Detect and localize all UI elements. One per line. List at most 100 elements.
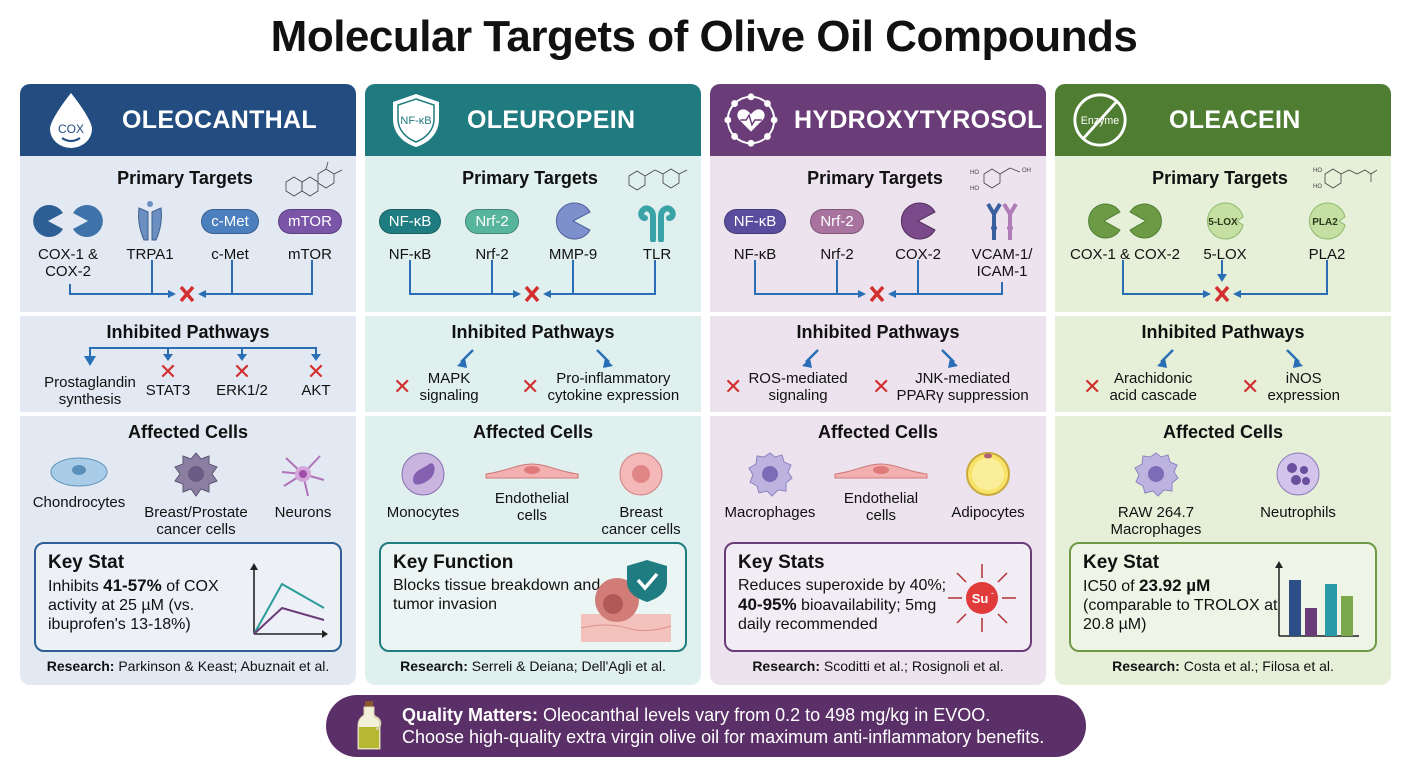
inhibit-x-icon: ✕ (306, 359, 326, 384)
research-citation: Research: Costa et al.; Filosa et al. (1112, 658, 1334, 674)
droplet-icon: COX (42, 91, 100, 149)
svg-text:HO: HO (1313, 184, 1322, 190)
panel-oleocanthal: COX OLEOCANTHAL Primary Targets COX-1 & … (20, 84, 356, 685)
inhibited-pathways-section: Inhibited Pathways Prostaglandin synthes… (20, 312, 356, 412)
section-title: Inhibited Pathways (796, 322, 960, 342)
cell-item: Breast cancer cells (591, 450, 691, 538)
inhibited-pathways-section: Inhibited Pathways ✕ROS-mediated signali… (710, 312, 1046, 412)
pathway-item: ✕Arachidonic acid cascade (1083, 370, 1197, 404)
inhibit-x-icon: ✕ (521, 374, 540, 399)
enzyme-disc-icon: 5-LOX (1193, 200, 1257, 242)
svg-text:NF-κB: NF-κB (400, 115, 431, 127)
inhibit-x-icon: ✕ (1083, 374, 1102, 399)
bar-chart-icon (1275, 561, 1359, 637)
target-mtor: mTOR mTOR (278, 200, 342, 263)
nfkb-pill: NF-κB (723, 208, 787, 234)
svg-text:OH: OH (1022, 168, 1031, 174)
pathway-item: ✕ROS-mediated signaling (724, 370, 848, 404)
key-stat-box: Key Stat Inhibits 41-57% of COX activity… (34, 542, 342, 652)
endothelial-cell-icon (834, 463, 928, 479)
section-title: Affected Cells (817, 422, 939, 442)
nrf2-pill: Nrf-2 (810, 208, 864, 234)
section-title: Primary Targets (807, 168, 943, 188)
inhibit-x-icon: ✕ (158, 359, 178, 384)
macrophage-icon (1134, 452, 1179, 497)
pathway-item: ✕ERK1/2 (210, 359, 274, 400)
olive-oil-bottle-icon (357, 701, 382, 750)
inhibited-pathways-section: Inhibited Pathways ✕MAPK signaling ✕Pro-… (365, 312, 701, 412)
cell-item: RAW 264.7 Macrophages (1101, 450, 1211, 538)
receptor-icon (625, 200, 689, 242)
panel-oleuropein: NF-κB OLEUROPEIN Primary Targets NF-κB N… (365, 84, 701, 685)
svg-text:HO: HO (970, 170, 979, 176)
panel-hydroxytyrosol: HYDROXYTYROSOL Primary Targets HO HO OH NF… (710, 84, 1046, 685)
superoxide-icon: Su- (948, 564, 1016, 632)
breast-cancer-cell-icon (619, 452, 663, 496)
branch-arrows (802, 349, 958, 368)
section-title: Primary Targets (117, 168, 253, 188)
enzyme-pair-icon (28, 200, 108, 242)
no-enzyme-icon: Enzyme (1071, 91, 1129, 149)
svg-text:-: - (991, 588, 994, 598)
target-cmet: c-Met c-Met (198, 200, 262, 263)
affected-cells-section: Affected Cells RAW 264.7 Macrophages Neu… (1055, 412, 1391, 544)
nrf2-pill: Nrf-2 (465, 208, 519, 234)
inhibit-x-icon: ✕ (872, 374, 891, 399)
target-nrf2: Nrf-2 Nrf-2 (457, 200, 527, 263)
compound-name: OLEACEIN (1169, 105, 1301, 134)
branch-arrows (84, 347, 321, 366)
section-title: Affected Cells (1162, 422, 1284, 442)
mtor-pill: mTOR (278, 208, 342, 234)
cell-item: Adipocytes (936, 450, 1040, 521)
adhesion-molecule-icon (962, 200, 1042, 242)
endothelial-cell-icon (485, 463, 579, 479)
inhibit-x-icon: ✕ (232, 359, 252, 384)
research-citation: Research: Parkinson & Keast; Abuznait et… (46, 658, 330, 674)
primary-targets-section: Primary Targets HO HO OH NF-κB NF-κB Nrf-2… (710, 156, 1046, 312)
target-trpa1: TRPA1 (120, 200, 180, 263)
pathway-item: ✕MAPK signaling (393, 370, 479, 404)
target-5lox: 5-LOX 5-LOX (1193, 200, 1257, 263)
branch-arrows (457, 349, 613, 368)
page-title: Molecular Targets of Olive Oil Compounds (270, 12, 1138, 61)
molecule-structure-icon: HO HO OH (970, 167, 1031, 192)
section-title: Inhibited Pathways (106, 322, 270, 342)
panel-header: Enzyme OLEACEIN (1055, 84, 1391, 156)
target-vcam-icam: VCAM-1/ ICAM-1 (962, 200, 1042, 280)
target-nfkb: NF-κB NF-κB (720, 200, 790, 263)
target-tlr: TLR (625, 200, 689, 263)
branch-arrows (1157, 349, 1303, 368)
section-title: Inhibited Pathways (1141, 322, 1305, 342)
primary-targets-section: Primary Targets COX-1 & COX-2 TRPA1 c-Me… (20, 156, 356, 312)
compound-name: HYDROXYTYROSOL (794, 105, 1043, 134)
adipocyte-icon (966, 452, 1010, 496)
cmet-pill: c-Met (201, 208, 259, 234)
cancer-cell-icon (174, 452, 218, 497)
svg-text:Enzyme: Enzyme (1081, 115, 1119, 127)
cell-item: Neurons (260, 450, 346, 521)
molecule-structure-icon (285, 161, 343, 197)
banner-bold: Quality Matters: (402, 705, 539, 725)
pathway-item: ✕JNK-mediated PPARγ suppression (872, 370, 1029, 404)
cell-item: Endothelial cells (826, 460, 936, 524)
cell-item: Macrophages (716, 450, 824, 521)
pathway-item: ✕STAT3 (138, 359, 198, 400)
inhibit-x-icon: ✕ (724, 374, 743, 399)
enzyme-icon (886, 200, 950, 242)
compound-name: OLEOCANTHAL (122, 105, 317, 134)
chondrocyte-icon (50, 457, 108, 487)
target-pla2: PLA2 PLA2 (1295, 200, 1359, 263)
cell-item: Breast/Prostate cancer cells (136, 450, 256, 538)
macrophage-icon (748, 452, 793, 497)
affected-cells-section: Affected Cells Monocytes Endothelial cel… (365, 412, 701, 544)
target-nrf2: Nrf-2 Nrf-2 (802, 200, 872, 263)
section-title: Primary Targets (462, 168, 598, 188)
cell-item: Monocytes (373, 450, 473, 521)
svg-text:PLA2: PLA2 (1312, 217, 1338, 228)
section-title: Affected Cells (127, 422, 249, 442)
svg-text:HO: HO (970, 186, 979, 192)
svg-text:Su: Su (972, 591, 989, 606)
inhibit-x-icon: ✕ (393, 374, 412, 399)
